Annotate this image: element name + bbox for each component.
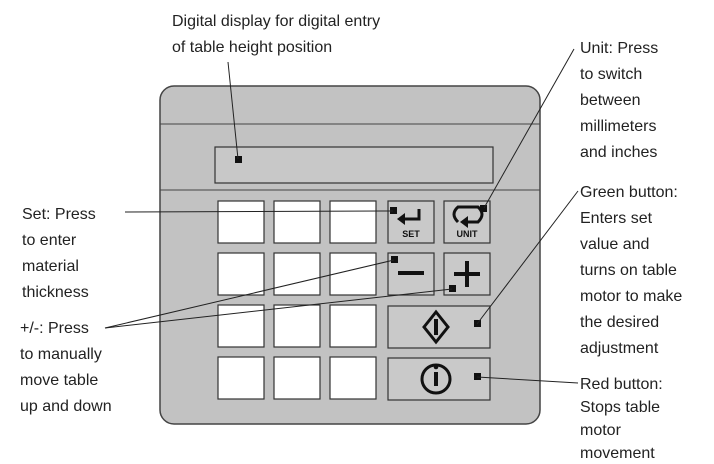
keypad-key[interactable]	[273, 200, 321, 244]
display-annotation: Digital display for digital entry of tab…	[172, 13, 385, 56]
cycle-arrowhead-icon	[460, 216, 468, 228]
set-leader-line	[124, 210, 394, 213]
keypad	[217, 200, 377, 400]
display-leader-line	[227, 61, 239, 160]
keypad-key[interactable]	[273, 356, 321, 400]
set-annotation: Set: Press to enter material thickness	[22, 206, 100, 301]
callout-lines	[104, 48, 579, 384]
keypad-key[interactable]	[329, 356, 377, 400]
plusminus-annotation: +/-: Press to manually move table up and…	[20, 320, 112, 415]
minus-button[interactable]	[387, 252, 435, 296]
keypad-key[interactable]	[217, 252, 265, 296]
start-diamond-icon	[422, 309, 450, 345]
display-marker	[235, 156, 242, 163]
green-start-button[interactable]	[387, 305, 491, 349]
green-button-annotation: Green button: Enters set value and turns…	[580, 184, 687, 357]
plus-leader-line	[104, 288, 453, 329]
keypad-key[interactable]	[329, 252, 377, 296]
green-leader-line	[476, 190, 579, 325]
keypad-key[interactable]	[217, 304, 265, 348]
minus-icon	[398, 271, 424, 275]
red-button-annotation: Red button: Stops table motor movement	[580, 376, 667, 462]
keypad-key[interactable]	[329, 304, 377, 348]
plus-marker	[449, 285, 456, 292]
set-marker	[390, 207, 397, 214]
plus-button[interactable]	[443, 252, 491, 296]
plus-icon	[454, 261, 480, 287]
unit-button[interactable]: UNIT	[443, 200, 491, 244]
stop-info-icon	[420, 363, 452, 395]
red-leader-line	[476, 376, 579, 384]
keypad-key[interactable]	[217, 356, 265, 400]
red-marker	[474, 373, 481, 380]
keypad-key[interactable]	[217, 200, 265, 244]
enter-arrow-icon	[402, 209, 421, 221]
unit-marker	[480, 205, 487, 212]
unit-button-label: UNIT	[457, 229, 478, 239]
unit-annotation: Unit: Press to switch between millimeter…	[580, 40, 663, 161]
unit-leader-line	[483, 48, 575, 209]
set-button-label: SET	[402, 229, 420, 239]
digital-display	[214, 146, 494, 184]
keypad-key[interactable]	[273, 304, 321, 348]
keypad-key[interactable]	[273, 252, 321, 296]
minus-marker	[391, 256, 398, 263]
enter-arrowhead-icon	[397, 213, 405, 225]
cycle-arrow-icon	[452, 205, 484, 224]
minus-leader-line	[104, 259, 395, 329]
red-stop-button[interactable]	[387, 357, 491, 401]
keypad-key[interactable]	[329, 200, 377, 244]
